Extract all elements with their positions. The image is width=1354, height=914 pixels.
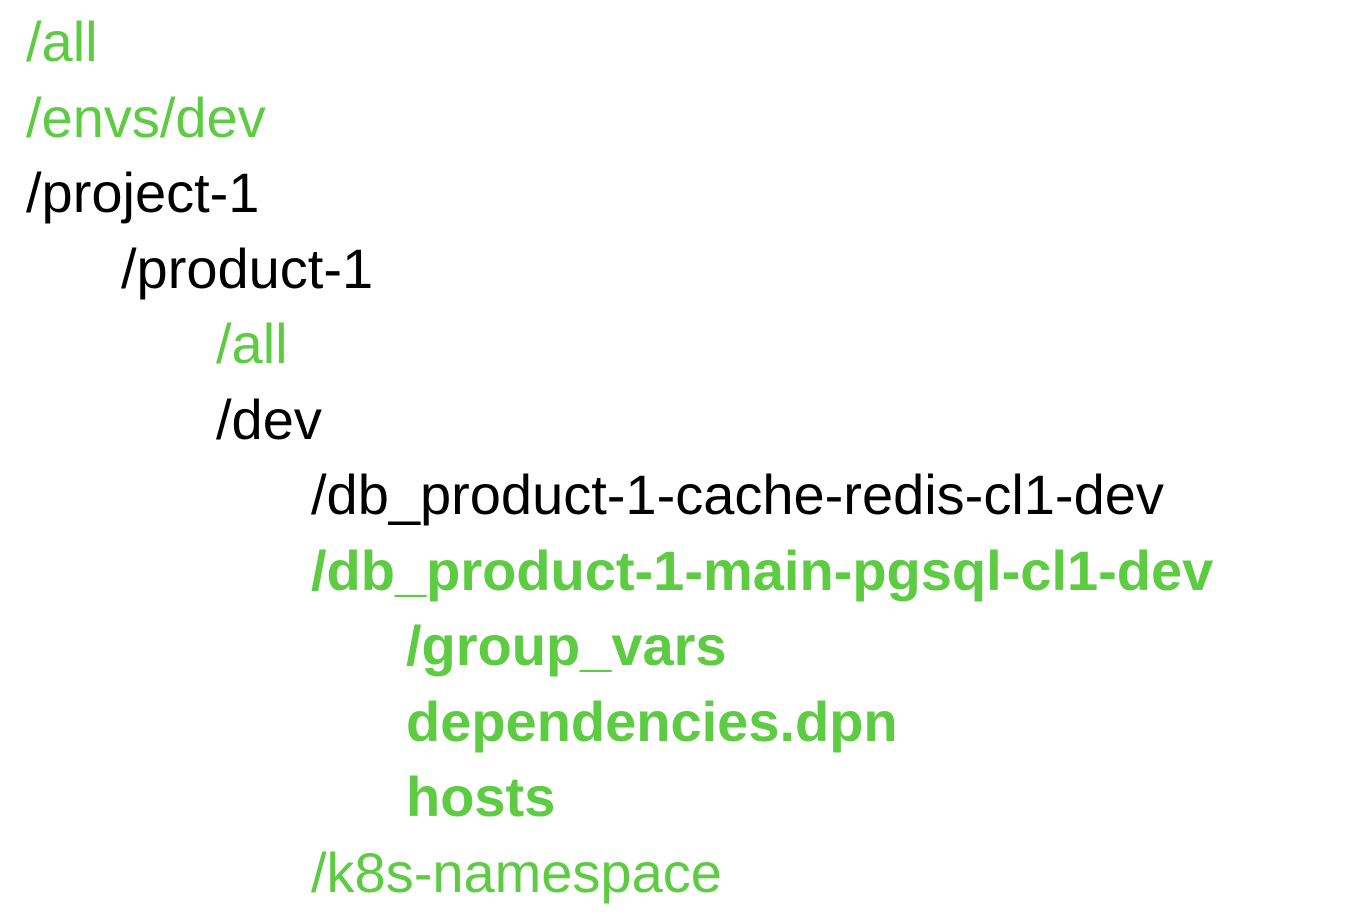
tree-node-redis-cache: /db_product-1-cache-redis-cl1-dev xyxy=(311,463,1164,526)
tree-node-project-1: /project-1 xyxy=(26,161,260,224)
tree-node-envs-dev: /envs/dev xyxy=(26,85,266,149)
tree-node-dev: /dev xyxy=(216,387,322,451)
tree-node-product-1: /product-1 xyxy=(121,236,374,300)
tree-node-dependencies-file: dependencies.dpn xyxy=(406,689,898,753)
tree-node-product-all: /all xyxy=(216,312,288,375)
tree-node-k8s-namespace: /k8s-namespace xyxy=(311,840,722,904)
tree-node-group-vars: /group_vars xyxy=(406,614,727,677)
tree-node-pgsql-main: /db_product-1-main-pgsql-cl1-dev xyxy=(311,538,1214,602)
tree-node-all-root: /all xyxy=(26,10,98,73)
tree-node-hosts-file: hosts xyxy=(406,765,556,828)
